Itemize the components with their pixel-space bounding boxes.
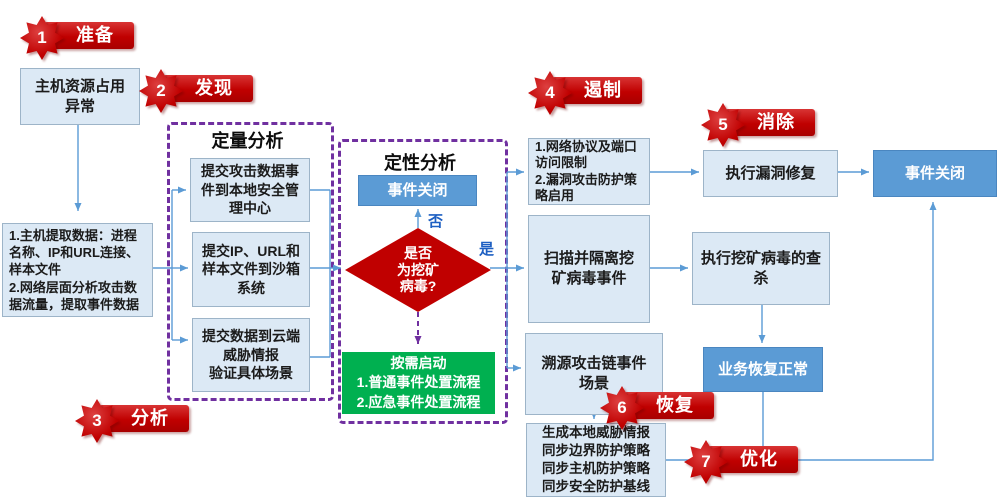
badge-number: 7 bbox=[684, 440, 728, 484]
node-containment-actions: 1.网络协议及端口 访问限制 2.漏洞攻击防护策 略启用 bbox=[528, 138, 650, 205]
node-optimize-sync: 生成本地威胁情报 同步边界防护策略 同步主机防护策略 同步安全防护基线 bbox=[526, 423, 666, 497]
badge-number: 2 bbox=[139, 69, 183, 113]
badge-phase-prepare: 准备 1 bbox=[20, 16, 160, 60]
badge-number: 3 bbox=[75, 399, 119, 443]
node-host-abnormal: 主机资源占用 异常 bbox=[20, 68, 140, 125]
badge-label: 优化 bbox=[708, 446, 798, 473]
node-kill-virus: 执行挖矿病毒的查 杀 bbox=[692, 232, 830, 305]
badge-star-icon: 5 bbox=[701, 103, 745, 147]
group-title-qualitative: 定性分析 bbox=[384, 153, 456, 173]
badge-number: 1 bbox=[20, 16, 64, 60]
edge-decision-yes-trunk bbox=[490, 172, 508, 368]
group-title-quantitative: 定量分析 bbox=[211, 131, 284, 151]
badge-star-icon: 4 bbox=[528, 71, 572, 115]
edge-extract-branch-trunk bbox=[153, 190, 173, 340]
badge-star-icon: 7 bbox=[684, 440, 728, 484]
badge-number: 5 bbox=[701, 103, 745, 147]
badge-phase-contain: 遏制 4 bbox=[528, 71, 668, 115]
badge-label: 发现 bbox=[163, 75, 253, 102]
edge-label-no: 否 bbox=[428, 213, 444, 230]
node-extract-data: 1.主机提取数据：进程 名称、IP和URL连接、 样本文件 2.网络层面分析攻击… bbox=[2, 223, 153, 317]
badge-phase-optimize: 优化 7 bbox=[684, 440, 824, 484]
group-quantitative-analysis bbox=[167, 122, 334, 401]
edge-quant-collector bbox=[310, 189, 331, 358]
node-fix-vulnerability: 执行漏洞修复 bbox=[703, 150, 838, 197]
badge-star-icon: 6 bbox=[600, 386, 644, 430]
edge-label-yes: 是 bbox=[479, 241, 495, 258]
badge-phase-analyze: 分析 3 bbox=[75, 399, 215, 443]
node-event-close-final: 事件关闭 bbox=[873, 150, 997, 197]
node-submit-sandbox: 提交IP、URL和 样本文件到沙箱 系统 bbox=[192, 232, 310, 307]
node-submit-cloud: 提交数据到云端 威胁情报 验证具体场景 bbox=[192, 318, 310, 392]
badge-number: 6 bbox=[600, 386, 644, 430]
badge-phase-recover: 恢复 6 bbox=[600, 386, 740, 430]
badge-number: 4 bbox=[528, 71, 572, 115]
badge-phase-discover: 发现 2 bbox=[139, 69, 279, 113]
node-scan-isolate: 扫描并隔离挖 矿病毒事件 bbox=[528, 215, 650, 323]
node-submit-soc: 提交攻击数据事 件到本地安全管 理中心 bbox=[190, 158, 310, 222]
badge-star-icon: 2 bbox=[139, 69, 183, 113]
node-on-demand-start: 按需启动 1.普通事件处置流程 2.应急事件处置流程 bbox=[342, 352, 495, 414]
node-business-recover: 业务恢复正常 bbox=[703, 347, 823, 392]
node-event-close-inner: 事件关闭 bbox=[358, 175, 477, 206]
badge-star-icon: 3 bbox=[75, 399, 119, 443]
badge-phase-eliminate: 消除 5 bbox=[701, 103, 841, 147]
badge-label: 恢复 bbox=[624, 392, 714, 419]
badge-star-icon: 1 bbox=[20, 16, 64, 60]
